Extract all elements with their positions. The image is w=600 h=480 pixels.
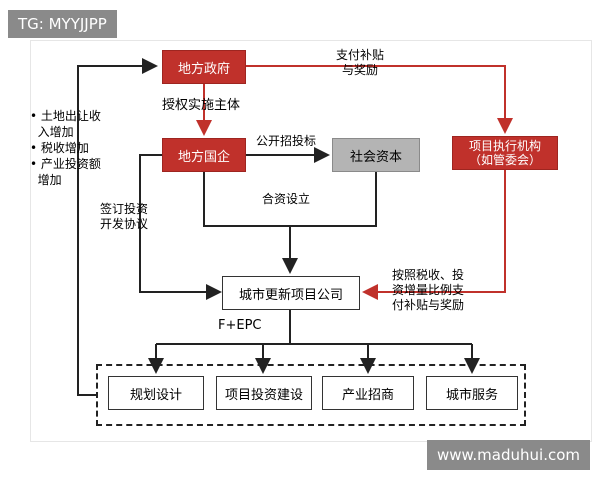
label-jv: 合资设立: [262, 192, 311, 206]
label-tender: 公开招投标: [256, 134, 317, 148]
label-authorize: 授权实施主体: [162, 98, 241, 113]
edge-soe-jv: [203, 172, 290, 227]
node-local-gov: 地方政府: [162, 50, 246, 84]
tag-overlay: TG: MYYJJPP: [8, 10, 117, 38]
label-subsidy: 支付补贴 与奖励: [336, 48, 385, 77]
edge-agency-to-company: [362, 170, 506, 300]
edge-gov-to-agency: [246, 65, 513, 134]
label-pay-by: 按照税收、投 资增量比例支 付补贴与奖励: [392, 268, 465, 312]
node-industry: 产业招商: [322, 376, 414, 410]
node-social-capital: 社会资本: [332, 138, 420, 172]
edge-capital-jv: [290, 172, 377, 227]
node-services: 城市服务: [426, 376, 518, 410]
diagram-frame: [30, 40, 592, 442]
edge-income-loop: [77, 58, 158, 396]
service-group-frame: [96, 364, 526, 426]
label-gov-income: • 土地出让收 入增加 • 税收增加 • 产业投资额 增加: [30, 109, 101, 187]
node-exec-agency: 项目执行机构 （如管委会）: [452, 136, 558, 170]
label-fepc: F+EPC: [218, 318, 262, 333]
node-urban-company: 城市更新项目公司: [222, 276, 360, 310]
node-local-soe: 地方国企: [162, 138, 246, 172]
edge-agreement: [139, 154, 222, 300]
watermark-overlay: www.maduhui.com: [426, 440, 590, 470]
node-planning: 规划设计: [108, 376, 204, 410]
node-investment: 项目投资建设: [216, 376, 312, 410]
label-agreement: 签订投资 开发协议: [100, 202, 149, 231]
